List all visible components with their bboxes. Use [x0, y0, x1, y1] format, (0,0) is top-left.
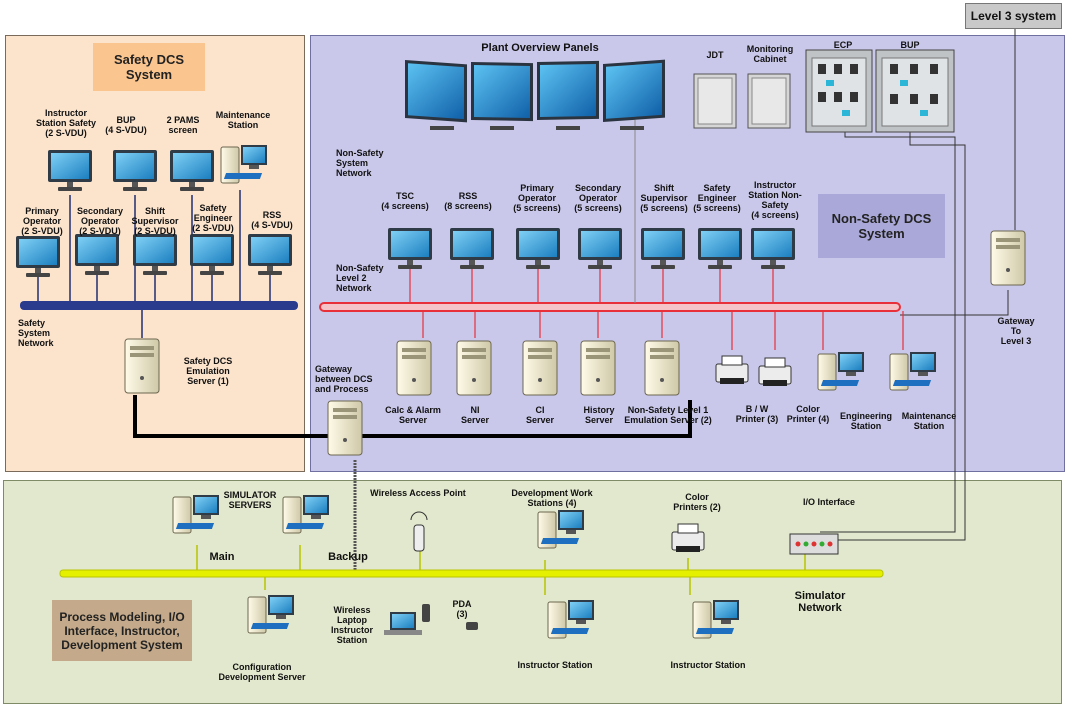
ns-pc-stations — [817, 351, 937, 391]
sim-bus-drops — [196, 545, 806, 595]
secondary-ns-label: Secondary Operator (5 screens) — [574, 183, 622, 214]
engineering-station-label: Engineering Station — [839, 411, 893, 432]
non-safety-level2-bus — [319, 302, 901, 312]
shift-ns-label: Shift Supervisor (5 screens) — [640, 183, 688, 214]
pams-label: 2 PAMS screen — [166, 115, 200, 136]
ns-printers — [715, 355, 792, 387]
color-printers-sim-label: Color Printers (2) — [673, 492, 721, 513]
bup-svdu-label: BUP (4 S-VDU) — [105, 115, 147, 136]
simulator-bus — [59, 569, 884, 578]
jdt-cabinet — [693, 73, 737, 129]
wireless-laptop-label: Wireless Laptop Instructor Station — [330, 605, 374, 646]
monitoring-cabinet — [747, 73, 791, 129]
bup-cabinet — [875, 49, 955, 133]
safety-emulation-label: Safety DCS Emulation Server (1) — [183, 356, 233, 387]
safety-eng-s-label: Safety Engineer (2 S-VDU) — [192, 203, 234, 234]
safety-maintenance-station-icon — [220, 144, 268, 184]
jdt-label: JDT — [706, 50, 724, 60]
safety-network-label: Safety System Network — [18, 318, 54, 349]
shift-s-label: Shift Supervisor (2 S-VDU) — [131, 206, 179, 237]
instructor-station-label: Instructor Station — [517, 660, 593, 670]
ns-system-network-label: Non-Safety System Network — [336, 148, 384, 179]
config-server-label: Configuration Development Server — [218, 662, 306, 683]
history-server-label: History Server — [583, 405, 615, 426]
ecp-cabinet — [805, 49, 873, 133]
primary-ns-label: Primary Operator (5 screens) — [513, 183, 561, 214]
bup-cabinet-label: BUP — [900, 40, 920, 50]
primary-s-label: Primary Operator (2 S-VDU) — [21, 206, 63, 237]
gateway-level3-label: Gateway To Level 3 — [997, 316, 1035, 347]
ni-server-label: NI Server — [460, 405, 490, 426]
io-interface-label: I/O Interface — [802, 497, 856, 507]
pda-label: PDA (3) — [452, 599, 472, 620]
plant-overview-label: Plant Overview Panels — [481, 42, 599, 54]
ci-server-label: CI Server — [525, 405, 555, 426]
rss-ns-label: RSS (8 screens) — [444, 191, 492, 212]
bw-printer-label: B / W Printer (3) — [735, 404, 779, 425]
main-server-label: Main — [209, 551, 235, 563]
wireless-ap-label: Wireless Access Point — [370, 488, 466, 498]
level3-link — [820, 29, 1016, 541]
calc-alarm-label: Calc & Alarm Server — [385, 405, 441, 426]
tsc-label: TSC (4 screens) — [381, 191, 429, 212]
ns-maintenance-label: Maintenance Station — [901, 411, 957, 432]
simulator-servers-label: SIMULATOR SERVERS — [223, 490, 277, 511]
secondary-s-label: Secondary Operator (2 S-VDU) — [76, 206, 124, 237]
safety-eng-ns-label: Safety Engineer (5 screens) — [693, 183, 741, 214]
safety-maintenance-label: Maintenance Station — [215, 110, 271, 131]
simulator-devices — [172, 494, 839, 639]
dev-workstations-label: Development Work Stations (4) — [511, 488, 593, 509]
ns-level2-network-label: Non-Safety Level 2 Network — [336, 263, 384, 294]
non-safety-monitors — [388, 228, 795, 269]
non-safety-dcs-title: Non-Safety DCS System — [818, 194, 945, 258]
gateway-process-link — [133, 395, 692, 438]
safety-emulation-server-icon — [124, 338, 160, 394]
plant-overview-panels — [405, 59, 665, 130]
ns-emulation-label: Non-Safety Level 1 Emulation Server (2) — [624, 405, 712, 426]
instr-ns-label: Instructor Station Non- Safety (4 screen… — [748, 180, 802, 221]
color-printer-ns-label: Color Printer (4) — [786, 404, 830, 425]
monitoring-cabinet-label: Monitoring Cabinet — [746, 44, 794, 65]
instructor-station-label: Instructor Station — [670, 660, 746, 670]
ecp-label: ECP — [833, 40, 853, 50]
simulator-network-label: Simulator Network — [794, 590, 846, 615]
gateway-dcs-label: Gateway between DCS and Process — [315, 364, 373, 395]
instr-safety-label: Instructor Station Safety (2 S-VDU) — [35, 108, 97, 139]
rss-s-label: RSS (4 S-VDU) — [251, 210, 293, 231]
safety-system-bus — [20, 301, 298, 310]
backup-server-label: Backup — [328, 551, 368, 563]
safety-dcs-title: Safety DCS System — [93, 43, 205, 91]
level3-system-title: Level 3 system — [965, 3, 1062, 29]
ns-bus-drops — [409, 268, 904, 350]
simulator-system-title: Process Modeling, I/O Interface, Instruc… — [52, 600, 192, 661]
